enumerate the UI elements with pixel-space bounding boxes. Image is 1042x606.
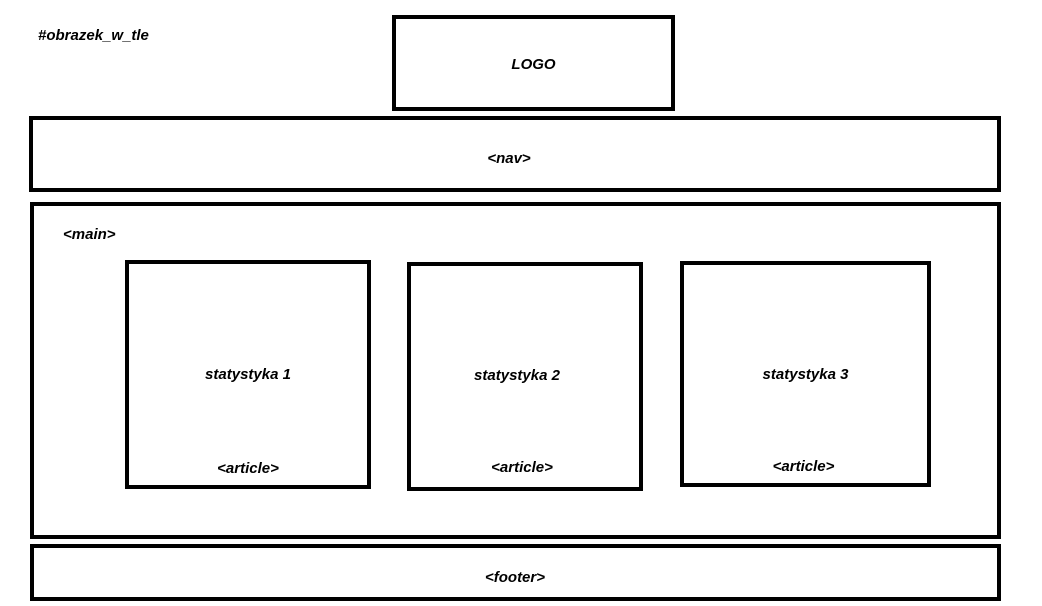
article-box-1: statystyka 1 <article> xyxy=(125,260,371,489)
article-tag-2: <article> xyxy=(491,459,553,476)
logo-label: LOGO xyxy=(511,56,556,73)
footer-box: <footer> xyxy=(30,544,1001,601)
article-box-3: statystyka 3 <article> xyxy=(680,261,931,487)
article-title-3: statystyka 3 xyxy=(762,366,849,383)
article-tag-3: <article> xyxy=(772,458,835,475)
background-image-label: #obrazek_w_tle xyxy=(38,27,149,44)
nav-label: <nav> xyxy=(487,150,531,167)
article-title-1: statystyka 1 xyxy=(205,366,291,383)
article-box-2: statystyka 2 <article> xyxy=(407,262,643,491)
article-tag-1: <article> xyxy=(217,460,279,477)
nav-box: <nav> xyxy=(29,116,1001,192)
logo-box: LOGO xyxy=(392,15,675,111)
article-title-2: statystyka 2 xyxy=(474,367,560,384)
footer-label: <footer> xyxy=(484,569,545,586)
main-label: <main> xyxy=(63,226,116,243)
